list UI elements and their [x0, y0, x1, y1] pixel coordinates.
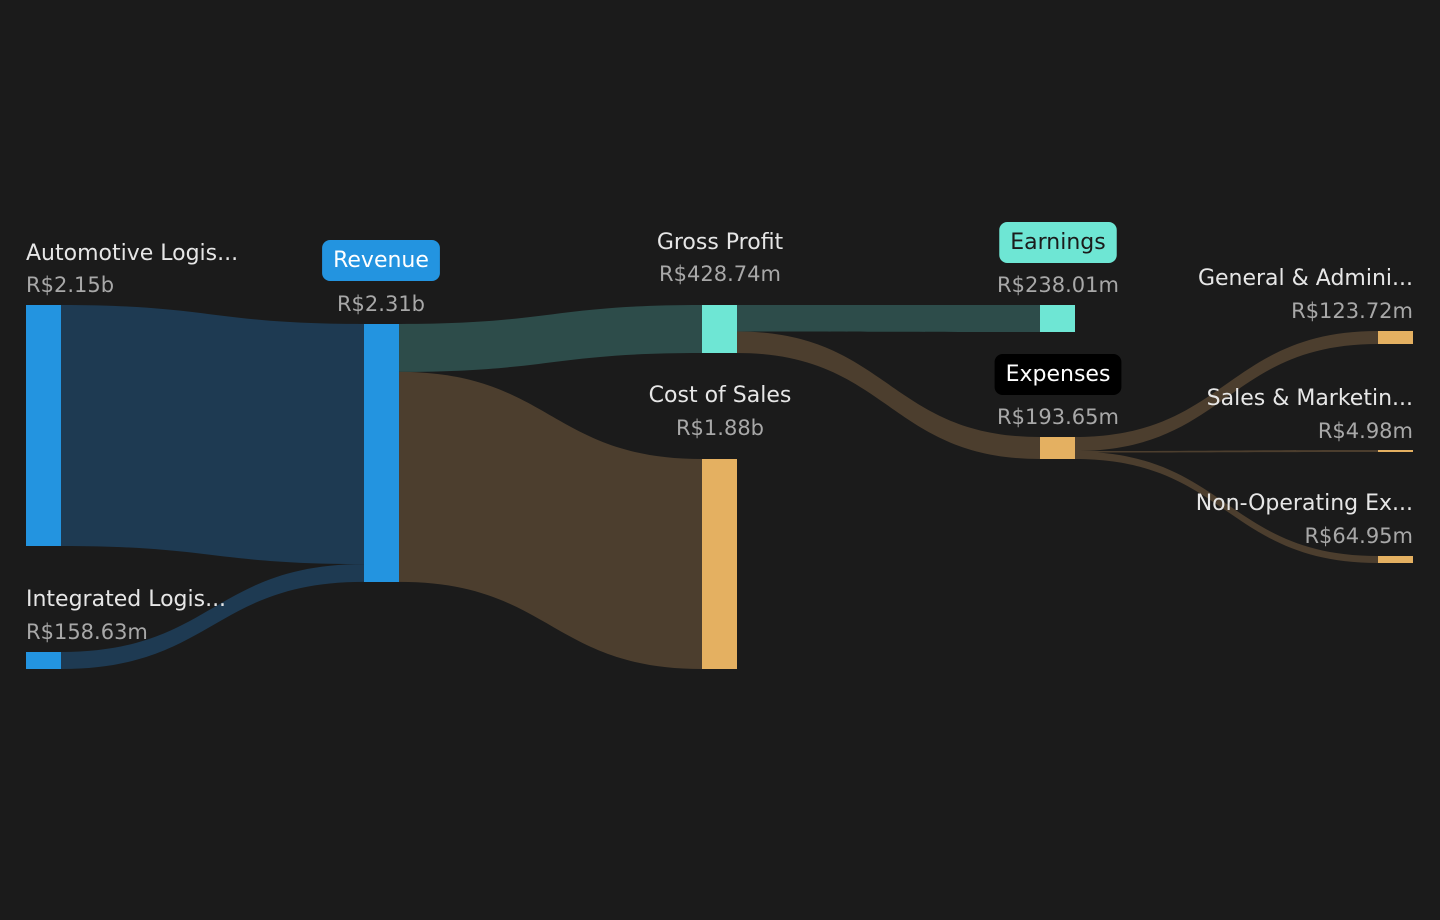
node-label-auto: Automotive Logis... R$2.15b	[26, 241, 238, 297]
link-revenue-to-cos	[399, 371, 702, 669]
node-bar-revenue	[364, 324, 399, 582]
node-pill-earnings	[999, 222, 1117, 263]
link-gross-to-expenses	[737, 331, 1040, 459]
node-bar-integ	[26, 652, 61, 669]
nodes-layer	[26, 305, 1413, 669]
node-value-integ: R$158.63m	[26, 620, 148, 644]
node-name-cos: Cost of Sales	[649, 383, 792, 408]
node-bar-expenses	[1040, 437, 1075, 459]
node-name-expenses: Expenses	[1006, 362, 1111, 387]
node-value-ga: R$123.72m	[1291, 299, 1413, 323]
links-layer	[61, 305, 1378, 669]
node-bar-ga	[1378, 331, 1413, 344]
link-expenses-to-sm	[1075, 450, 1378, 453]
node-bar-earnings	[1040, 305, 1075, 332]
node-value-expenses: R$193.65m	[997, 405, 1119, 429]
node-name-nonop: Non-Operating Ex...	[1196, 491, 1413, 516]
node-name-ga: General & Admini...	[1198, 266, 1413, 291]
node-label-nonop: Non-Operating Ex... R$64.95m	[1196, 491, 1413, 548]
node-name-revenue: Revenue	[333, 248, 429, 273]
node-value-sm: R$4.98m	[1318, 419, 1413, 443]
node-label-integ: Integrated Logis... R$158.63m	[26, 587, 226, 644]
link-expenses-to-nonop	[1075, 451, 1378, 563]
node-bar-nonop	[1378, 556, 1413, 563]
node-label-sm: Sales & Marketin... R$4.98m	[1207, 386, 1413, 443]
link-expenses-to-ga	[1075, 331, 1378, 452]
node-name-gross: Gross Profit	[657, 230, 784, 255]
node-value-cos: R$1.88b	[676, 416, 764, 440]
node-value-earnings: R$238.01m	[997, 273, 1119, 297]
node-bar-cos	[702, 459, 737, 669]
link-auto-to-revenue	[61, 305, 364, 565]
link-revenue-to-gross	[399, 305, 702, 372]
node-label-ga: General & Admini... R$123.72m	[1198, 266, 1413, 323]
link-integ-to-revenue	[61, 564, 364, 669]
node-bar-auto	[26, 305, 61, 546]
node-name-sm: Sales & Marketin...	[1207, 386, 1413, 411]
node-name-integ: Integrated Logis...	[26, 587, 226, 612]
node-pill-expenses	[994, 354, 1122, 395]
node-name-auto: Automotive Logis...	[26, 241, 238, 266]
node-value-gross: R$428.74m	[659, 262, 781, 286]
node-bar-gross	[702, 305, 737, 353]
node-value-auto: R$2.15b	[26, 273, 114, 297]
node-value-revenue: R$2.31b	[337, 292, 425, 316]
node-bar-sm	[1378, 450, 1413, 452]
node-name-earnings: Earnings	[1010, 230, 1105, 255]
node-value-nonop: R$64.95m	[1304, 524, 1413, 548]
link-gross-to-earnings	[737, 305, 1040, 332]
node-pill-revenue	[322, 240, 440, 281]
